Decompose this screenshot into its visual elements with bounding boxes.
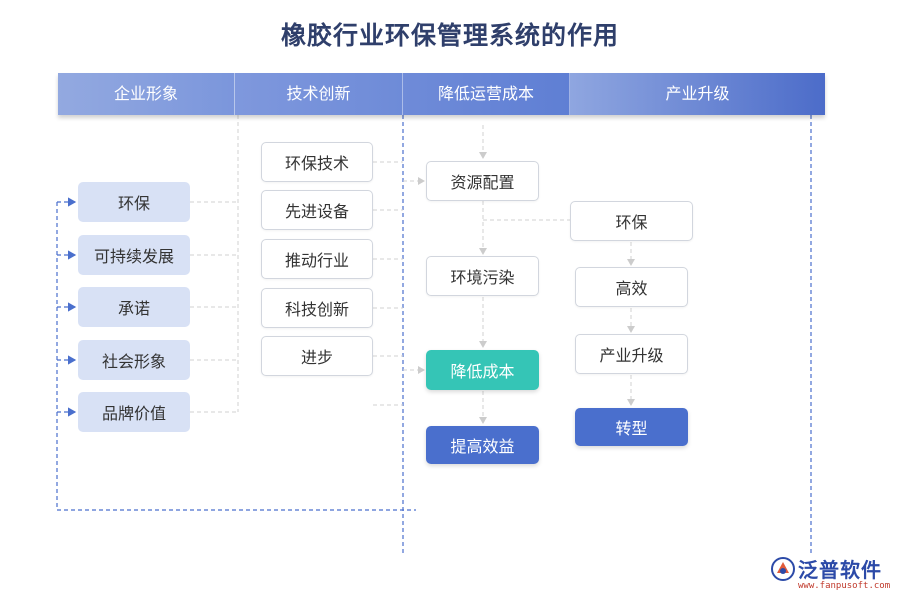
node-col1-5: 品牌价值 [78,392,190,432]
header-tech-innovation: 技术创新 [235,73,403,115]
header-bar: 企业形象 技术创新 降低运营成本 产业升级 [58,73,825,115]
page-title: 橡胶行业环保管理系统的作用 [280,21,619,50]
brand-logo: 泛普软件 www.fanpusoft.com [770,554,895,598]
node-col1-3: 承诺 [78,287,190,327]
node-col2-1: 环保技术 [261,142,373,182]
column-connectors-gray [190,115,635,424]
node-col3-1: 资源配置 [426,161,539,201]
node-col3-4: 提高效益 [426,426,539,464]
node-col3-2: 环境污染 [426,256,539,296]
node-col3-3: 降低成本 [426,350,539,390]
node-col4-1: 环保 [570,201,693,241]
node-col1-4: 社会形象 [78,340,190,380]
node-col1-1: 环保 [78,182,190,222]
left-bracket-connectors [56,197,416,511]
header-reduce-cost: 降低运营成本 [403,73,570,115]
node-col4-2: 高效 [575,267,688,307]
node-col2-3: 推动行业 [261,239,373,279]
node-col2-2: 先进设备 [261,190,373,230]
node-col1-2: 可持续发展 [78,235,190,275]
brand-url: www.fanpusoft.com [798,581,891,591]
brand-name: 泛普软件 [798,558,882,582]
header-industry-upgrade: 产业升级 [570,73,825,115]
node-col4-3: 产业升级 [575,334,688,374]
node-col2-5: 进步 [261,336,373,376]
column-dividers-blue [402,115,812,555]
brand-logo-icon [771,557,795,581]
node-col4-4: 转型 [575,408,688,446]
header-corporate-image: 企业形象 [58,73,235,115]
node-col2-4: 科技创新 [261,288,373,328]
